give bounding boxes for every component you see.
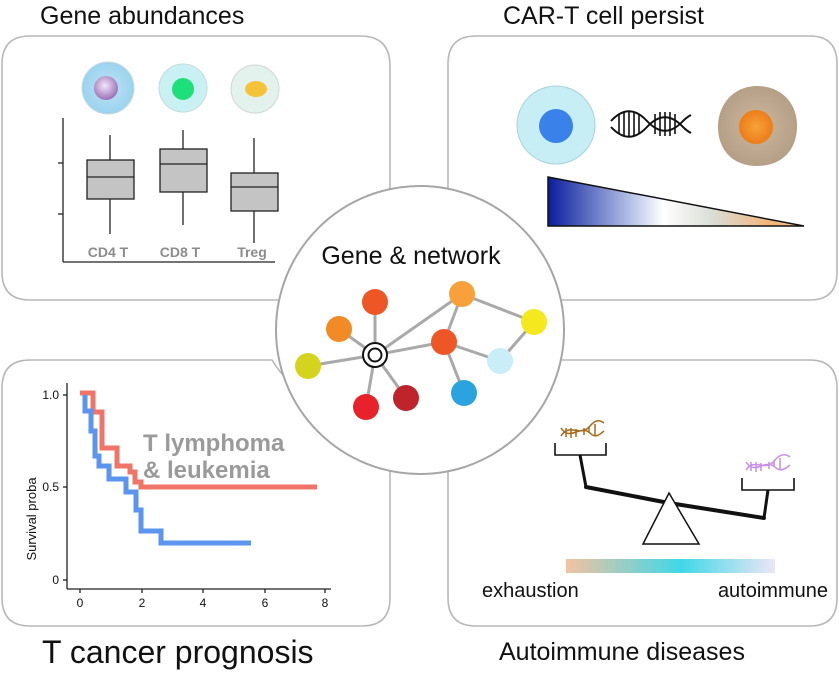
cd8-cell-icon — [158, 63, 208, 113]
x-tick-label: 0 — [77, 596, 84, 610]
y-axis-label: Survival proba — [24, 477, 39, 561]
blue-cell-icon — [516, 85, 596, 165]
survival-curve-blue — [82, 395, 251, 546]
network-node — [362, 289, 388, 315]
network-node — [521, 309, 547, 335]
boxplot-axes — [58, 118, 275, 263]
cart-persist-title: CAR-T cell persist — [503, 2, 704, 30]
persistence-gradient-wedge — [547, 176, 805, 227]
category-label: CD4 T — [88, 244, 129, 260]
network-hub-node — [362, 342, 388, 368]
survival-axes — [63, 383, 331, 593]
y-tick-label: 0.5 — [42, 480, 59, 494]
x-tick-label: 2 — [139, 596, 146, 610]
network-node — [449, 281, 475, 307]
network-node — [451, 380, 477, 406]
x-tick-label: 6 — [262, 596, 269, 610]
x-tick-label: 8 — [322, 596, 329, 610]
dna-icon — [610, 110, 692, 138]
network-title: Gene & network — [321, 242, 501, 270]
category-label: Treg — [237, 244, 267, 260]
network-node — [487, 348, 513, 374]
category-label: CD8 T — [160, 244, 201, 260]
network-node — [295, 353, 321, 379]
network-node — [326, 316, 352, 342]
exhaustion-autoimmune-gradient-bar — [566, 559, 775, 573]
network-node — [393, 385, 419, 411]
cd4-cell-icon — [81, 61, 135, 115]
survival-annotation: T lymphoma — [143, 430, 285, 457]
autoimmune-title: Autoimmune diseases — [499, 638, 745, 666]
tan-cell-icon — [718, 86, 798, 166]
y-tick-label: 1.0 — [42, 388, 59, 402]
exhaustion-label: exhaustion — [482, 580, 579, 602]
balance-scale-icon — [554, 443, 795, 545]
survival-curve-red — [80, 390, 317, 490]
network-node — [353, 394, 379, 420]
network-circle — [275, 185, 565, 475]
prognosis-title: T cancer prognosis — [42, 634, 314, 670]
gene-abundances-title: Gene abundances — [40, 2, 245, 30]
dna-purple-icon — [745, 454, 791, 472]
treg-cell-icon — [230, 64, 280, 114]
x-tick-label: 4 — [200, 596, 207, 610]
y-tick-label: 0 — [52, 573, 59, 587]
dna-brown-icon — [560, 420, 605, 438]
autoimmune-label: autoimmune — [718, 580, 828, 602]
survival-annotation: & leukemia — [143, 457, 270, 484]
boxplot-boxes — [86, 130, 279, 243]
network-node — [431, 329, 457, 355]
